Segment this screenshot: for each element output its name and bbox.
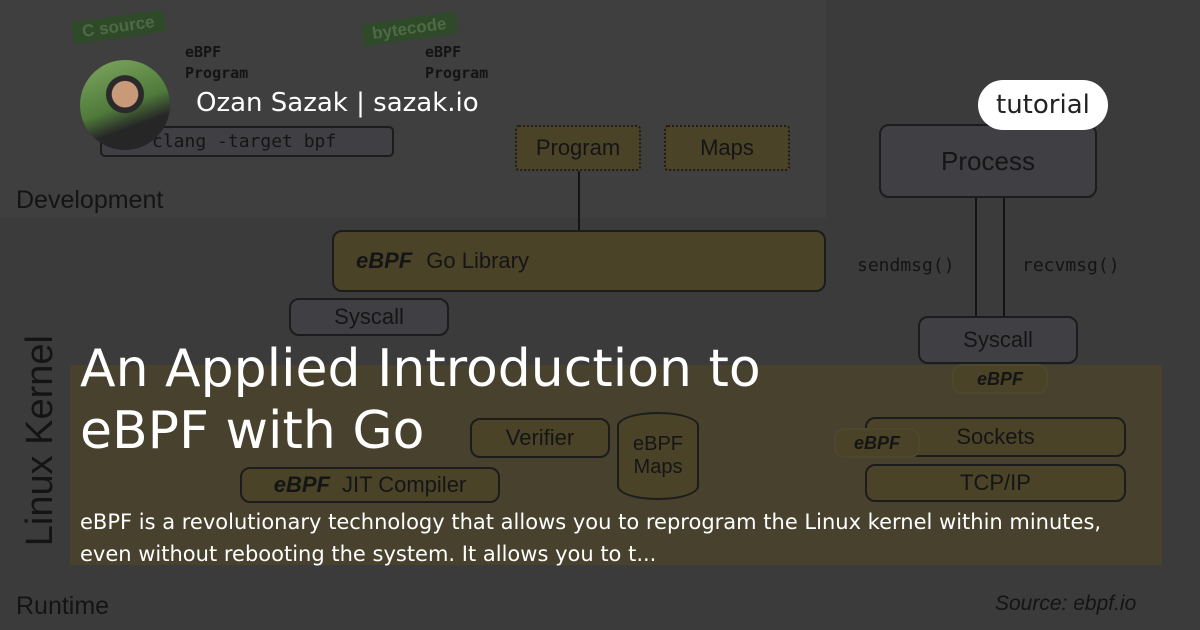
connector-line: [1003, 198, 1005, 316]
maps-label: Maps: [700, 135, 754, 160]
connector-line: [975, 198, 977, 316]
jit-label: JIT Compiler: [341, 472, 467, 497]
syscall-box-left: Syscall: [289, 298, 449, 336]
syscall-label: Syscall: [334, 304, 404, 329]
ebpf-program-label: eBPF Program: [425, 43, 489, 82]
tcpip-label: TCP/IP: [960, 470, 1031, 495]
ebpf-maps-label: eBPF Maps: [632, 433, 684, 478]
author-name: Ozan Sazak | sazak.io: [196, 88, 479, 118]
go-library-label: Go Library: [426, 248, 529, 273]
program-box: Program: [515, 125, 641, 171]
linux-kernel-label: Linux Kernel: [19, 335, 61, 547]
development-label: Development: [16, 186, 164, 214]
verifier-box: Verifier: [470, 418, 610, 458]
recvmsg-label: recvmsg(): [1022, 255, 1120, 276]
tag-badge: tutorial: [978, 80, 1108, 130]
sendmsg-label: sendmsg(): [857, 255, 955, 276]
maps-box: Maps: [664, 125, 790, 171]
program-label: Program: [535, 135, 621, 160]
go-library-box: eBPF Go Library: [332, 230, 826, 292]
ebpf-maps-cylinder: eBPF Maps: [617, 412, 699, 500]
clang-label: clang -target bpf: [152, 131, 337, 152]
runtime-label: Runtime: [16, 592, 110, 620]
verifier-label: Verifier: [505, 425, 575, 450]
sockets-box: Sockets: [865, 417, 1126, 457]
connector-line: [578, 171, 580, 230]
ebpf-hook-sockets: eBPF: [834, 428, 920, 458]
ebpf-hook-top: eBPF: [952, 364, 1048, 394]
sockets-label: Sockets: [956, 424, 1035, 449]
jit-box: eBPF JIT Compiler: [240, 467, 500, 503]
page-title: An Applied Introduction to eBPF with Go: [80, 339, 761, 461]
ebpf-logo: eBPF: [853, 432, 900, 453]
source-label: Source: ebpf.io: [995, 592, 1137, 615]
process-box: Process: [879, 124, 1097, 198]
tcpip-box: TCP/IP: [865, 464, 1126, 502]
ebpf-program-label-src: eBPF Program: [185, 43, 249, 82]
process-label: Process: [941, 145, 1035, 176]
description: eBPF is a revolutionary technology that …: [80, 510, 1102, 566]
avatar: [80, 60, 170, 150]
ebpf-logo: eBPF: [976, 368, 1023, 389]
ebpf-logo: eBPF: [273, 472, 330, 497]
syscall-label: Syscall: [963, 327, 1033, 352]
syscall-box-right: Syscall: [918, 316, 1078, 364]
ebpf-logo: eBPF: [356, 248, 413, 273]
